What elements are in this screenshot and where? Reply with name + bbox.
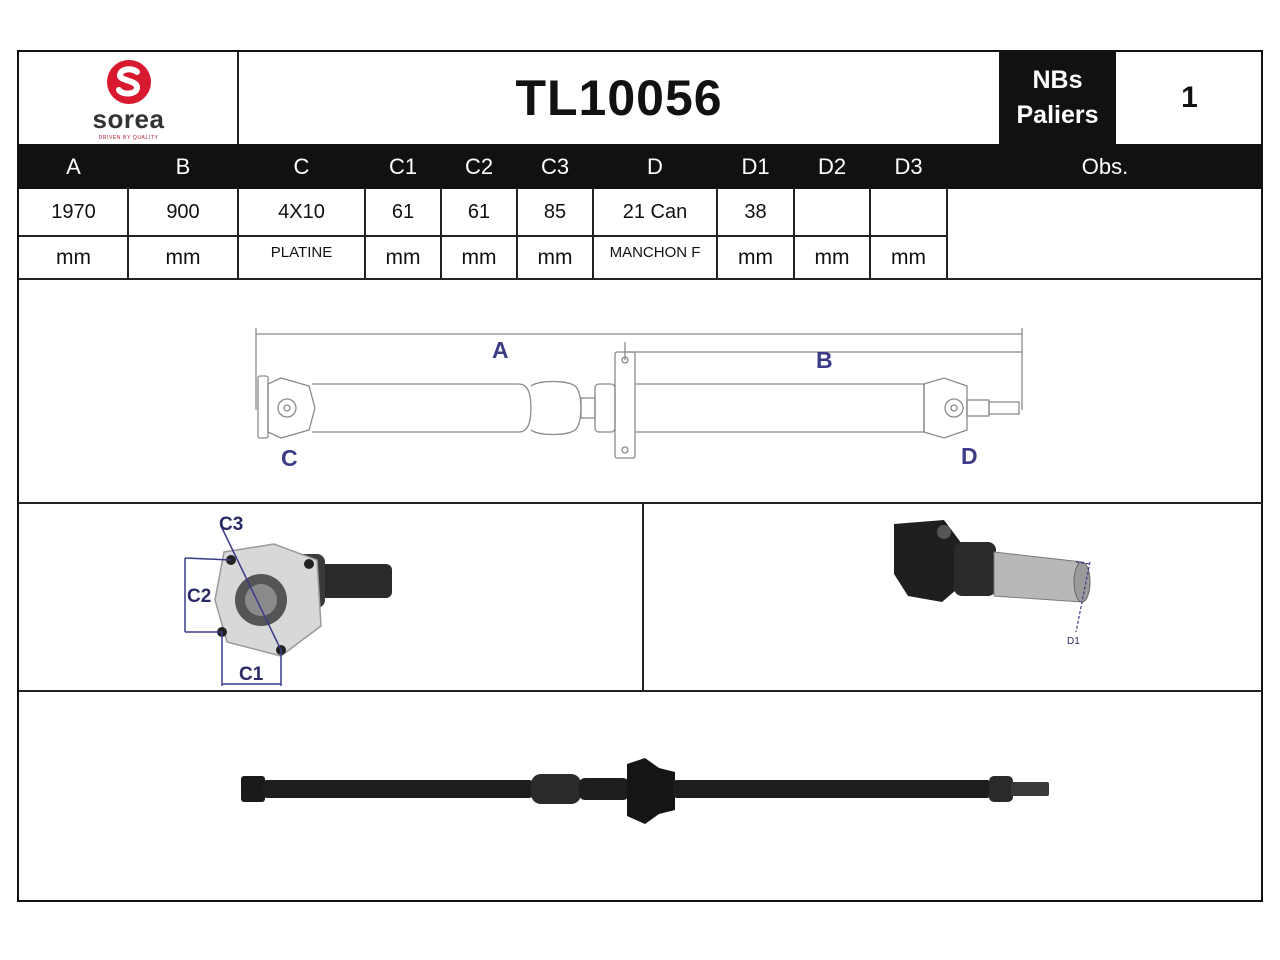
unit-c3: mm [537, 245, 573, 269]
flange-label-c1: C1 [239, 664, 264, 685]
diagram-label-b: B [816, 347, 833, 373]
value-c2: 61 [467, 200, 491, 223]
brand-tagline: DRIVEN BY QUALITY [98, 134, 159, 141]
unit-c1: mm [385, 245, 421, 269]
flange-label-c3: C3 [219, 514, 243, 535]
header-c3: C3 [540, 153, 570, 179]
diagram-label-c: C [281, 445, 298, 471]
diagram-label-a: A [492, 337, 509, 363]
paliers-label-line2: Paliers [1016, 101, 1099, 129]
header-d1: D1 [741, 153, 770, 179]
paliers-label: NBs Paliers [999, 52, 1116, 144]
unit-d1: mm [738, 245, 773, 269]
product-sheet: sorea DRIVEN BY QUALITY TL10056 NBs Pali… [17, 50, 1263, 902]
header-a: A [66, 153, 81, 179]
sorea-logo-icon [106, 59, 151, 104]
unit-d3: mm [891, 245, 926, 269]
full-shaft-photo [241, 758, 1049, 824]
value-c3: 85 [543, 200, 567, 223]
header-obs: Obs. [1081, 153, 1129, 179]
unit-a: mm [56, 245, 91, 269]
brand-name: sorea [92, 103, 165, 134]
sleeve-label-d1: D1 [1067, 636, 1080, 647]
value-d1: 38 [744, 200, 767, 223]
unit-b: mm [165, 245, 201, 269]
unit-c: PLATINE [270, 243, 333, 261]
value-c: 4X10 [278, 200, 325, 223]
paliers-value: 1 [1181, 81, 1198, 114]
unit-d: MANCHON F [609, 243, 701, 261]
header-c2: C2 [464, 153, 494, 179]
brand-logo: sorea DRIVEN BY QUALITY [19, 52, 238, 144]
header-d3: D3 [894, 153, 923, 179]
value-c1: 61 [391, 200, 415, 223]
value-a: 1970 [51, 200, 96, 223]
header-b: B [175, 153, 191, 179]
column-header-row [19, 144, 1263, 189]
header-c: C [293, 153, 310, 179]
value-d2 [794, 189, 870, 235]
header-c1: C1 [388, 153, 418, 179]
part-number: TL10056 [515, 70, 723, 126]
paliers-label-line1: NBs [1032, 66, 1083, 94]
value-d3 [870, 189, 947, 235]
unit-d2: mm [814, 245, 850, 269]
header-d2: D2 [817, 153, 847, 179]
unit-c2: mm [461, 245, 497, 269]
sleeve-photo: D1 [894, 520, 1091, 647]
value-d: 21 Can [622, 200, 688, 223]
diagram-label-d: D [961, 443, 978, 469]
header-d: D [647, 153, 663, 179]
value-b: 900 [166, 200, 200, 223]
shaft-dimension-diagram: A B C D [255, 328, 1023, 471]
flange-photo: C3 C2 C1 [184, 514, 392, 686]
flange-label-c2: C2 [187, 586, 211, 607]
